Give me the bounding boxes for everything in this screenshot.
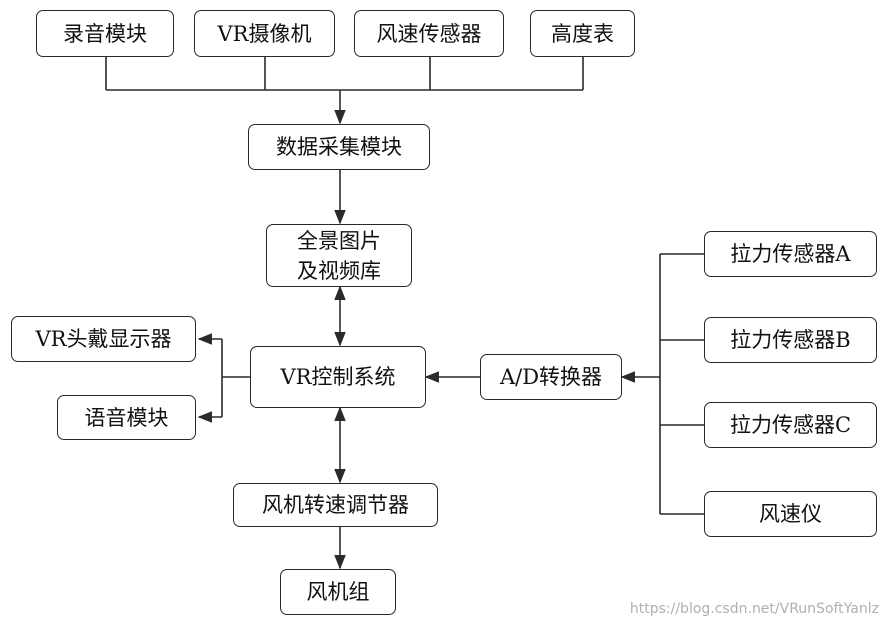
recording-module-label: 录音模块 <box>63 21 147 46</box>
wind-speed-sensor-box: 风速传感器 <box>354 10 504 57</box>
fan-group-box: 风机组 <box>280 569 396 615</box>
tension-sensor-a-box: 拉力传感器A <box>704 231 877 277</box>
data-acquisition-label: 数据采集模块 <box>276 135 402 159</box>
data-acquisition-box: 数据采集模块 <box>248 124 430 170</box>
vr-camera-box: VR摄像机 <box>194 10 335 57</box>
fan-speed-regulator-label: 风机转速调节器 <box>262 493 409 517</box>
voice-module-box: 语音模块 <box>57 395 196 440</box>
tension-sensor-b-label: 拉力传感器B <box>730 328 851 352</box>
altimeter-box: 高度表 <box>530 10 635 57</box>
wind-speed-sensor-label: 风速传感器 <box>376 21 482 46</box>
watermark: https://blog.csdn.net/VRunSoftYanlz <box>629 601 879 617</box>
voice-module-label: 语音模块 <box>84 405 169 430</box>
anemometer-label: 风速仪 <box>759 502 822 526</box>
ad-converter-box: A/D转换器 <box>480 354 622 400</box>
panorama-library-line1: 全景图片 <box>297 228 381 253</box>
panorama-library-line2: 及视频库 <box>297 258 381 283</box>
tension-sensor-c-box: 拉力传感器C <box>704 402 877 448</box>
tension-sensor-b-box: 拉力传感器B <box>704 317 877 363</box>
panorama-library-box: 全景图片 及视频库 <box>266 224 412 287</box>
tension-sensor-c-label: 拉力传感器C <box>729 413 852 437</box>
tension-sensor-a-label: 拉力传感器A <box>730 242 851 266</box>
vr-headset-display-box: VR头戴显示器 <box>11 316 196 362</box>
vr-control-system-label: VR控制系统 <box>280 365 396 389</box>
altimeter-label: 高度表 <box>551 21 614 46</box>
vr-camera-label: VR摄像机 <box>217 21 312 46</box>
ad-converter-label: A/D转换器 <box>499 365 603 389</box>
fan-group-label: 风机组 <box>306 580 370 604</box>
fan-speed-regulator-box: 风机转速调节器 <box>233 483 438 527</box>
vr-control-system-box: VR控制系统 <box>250 346 426 408</box>
anemometer-box: 风速仪 <box>704 491 877 537</box>
recording-module-box: 录音模块 <box>36 10 174 57</box>
vr-headset-display-label: VR头戴显示器 <box>35 327 172 351</box>
